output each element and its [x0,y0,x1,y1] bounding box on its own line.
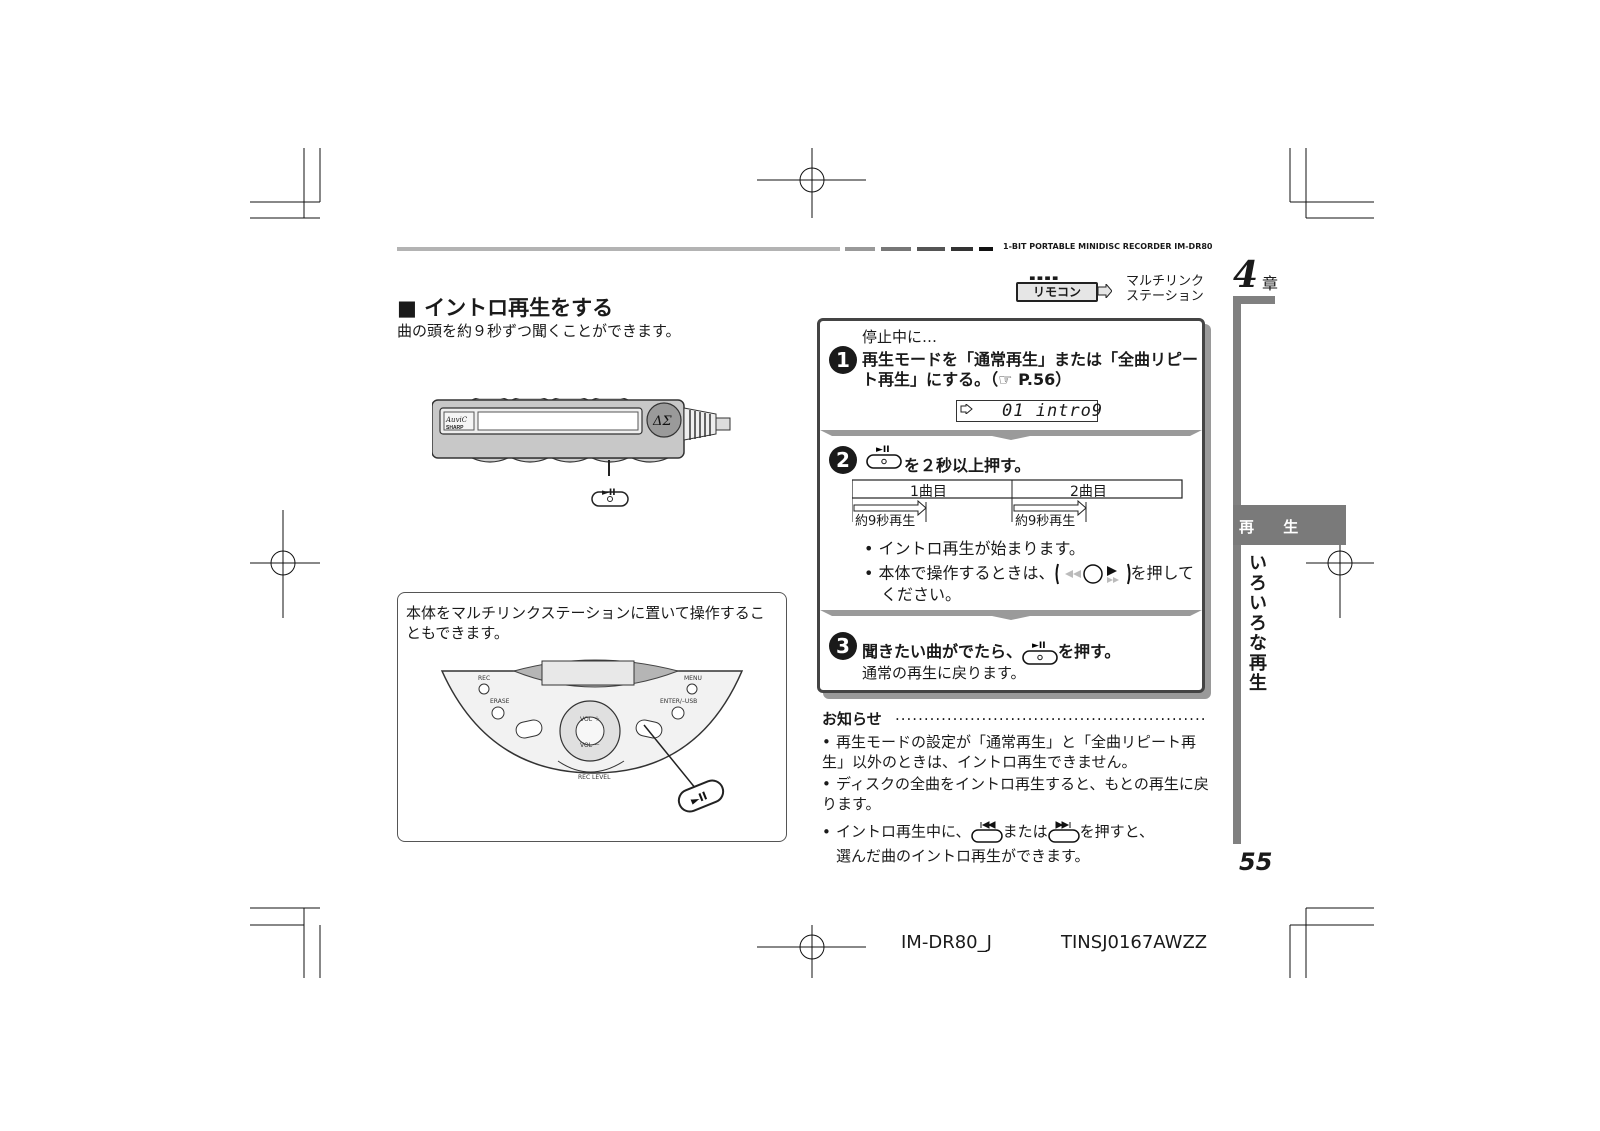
step-1-instruction: 再生モードを「通常再生」または「全曲リピート再生」にする。（☞ P.56） [862,350,1199,389]
step-2-instruction: を２秒以上押す。 [904,456,1031,475]
remote-badge-tail-icon [1098,284,1112,298]
svg-text:ΔΣ: ΔΣ [652,414,672,429]
lcd-display [956,400,1098,422]
step-1-precondition: 停止中に… [862,328,938,346]
step-3-instruction: 聞きたい曲がでたら、 ►II を押す。 [862,638,1120,666]
station-box: 本体をマルチリンクステーションに置いて操作することもできます。 REC ERAS… [397,592,787,842]
step-3-number: 3 [829,632,857,660]
step-1-number: 1 [829,346,857,374]
track-2-label: 2曲目 [1070,484,1107,500]
play-pause-button-icon: ►II [866,445,902,469]
notes-leader-dots: ........................................… [895,706,1207,724]
header-dashes [845,247,993,251]
note-item-2: •ディスクの全曲をイントロ再生すると、もとの再生に戻ります。 [822,775,1209,813]
svg-text:►II: ►II [1032,641,1046,651]
step-2-bullet-2: • 本体で操作するときは、 を押して [864,562,1194,586]
notes-heading: お知らせ [822,710,882,728]
chapter-suffix: 章 [1262,274,1279,293]
svg-text:VOL －: VOL － [580,742,600,749]
svg-text:ENTER/–USB: ENTER/–USB [660,698,697,705]
lcd-text: 01 intro9 [1002,401,1104,421]
svg-text:MENU: MENU [684,675,702,682]
section-subtitle: 曲の頭を約９秒ずつ聞くことができます。 [397,322,681,340]
track-1-label: 1曲目 [910,484,947,500]
skip-forward-button-icon [1047,821,1080,843]
station-description: 本体をマルチリンクステーションに置いて操作することもできます。 [406,604,765,642]
chapter-number: 4 [1233,254,1259,296]
chapter-rail [1233,296,1241,844]
svg-text:ERASE: ERASE [490,698,510,705]
header-model-line: 1-BIT PORTABLE MINIDISC RECORDER IM-DR80 [1003,242,1213,251]
remote-play-pause-label: ►II [602,488,616,498]
chapter-tab: 再 生 [1233,505,1346,545]
skip-back-button-icon [970,821,1003,843]
step-3-result: 通常の再生に戻ります。 [862,664,1026,682]
remote-badge-buttons: ▀▀▀▀ [1030,277,1061,284]
svg-text:AuviC: AuviC [445,416,468,424]
multilink-station-badge: マルチリンク ステーション [1126,274,1205,304]
step-2-bullet-1: • イントロ再生が始まります。 [864,539,1085,558]
chapter-rail-top [1233,296,1275,304]
svg-text:SHARP: SHARP [446,425,464,431]
main-unit-skip-control-icon [1055,563,1131,585]
step-2-number: 2 [829,446,857,474]
step-divider-2 [820,610,1202,620]
svg-text:►II: ►II [876,445,890,455]
footer-model-code: IM-DR80_J [901,932,992,953]
footer-doc-code: TINSJ0167AWZZ [1061,932,1208,953]
step-divider-1 [820,430,1202,440]
play-duration-label-2: 約9秒再生 [1015,514,1076,529]
svg-text:VOL ＋: VOL ＋ [580,716,600,723]
page-number: 55 [1239,848,1273,876]
note-item-1: •再生モードの設定が「通常再生」と「全曲リピート再生」以外のときは、イントロ再生… [822,733,1197,771]
disc-icon [960,404,973,414]
svg-text:REC: REC [478,675,490,682]
play-pause-button-icon: ►II [1022,641,1058,665]
play-duration-label-1: 約9秒再生 [855,514,916,529]
note-item-3-cont: 選んだ曲のイントロ再生ができます。 [836,847,1090,865]
chapter-vertical-label: いろいろな再生 [1246,553,1267,693]
section-title: ■ イントロ再生をする [397,296,614,320]
remote-control-illustration: AuviC SHARP ΔΣ [432,398,731,507]
remote-badge: リモコン [1016,282,1098,302]
header-rule [397,247,840,251]
note-item-3: •イントロ再生中に、 または を押すと、 [822,820,1217,844]
step-2-bullet-2-cont: ください。 [881,585,962,604]
intro-timeline-diagram [852,479,1183,522]
svg-text:REC LEVEL: REC LEVEL [578,774,611,781]
station-illustration: REC ERASE MENU ENTER/–USB VOL ＋ VOL － RE… [440,659,744,813]
svg-text:►II: ►II [689,789,709,807]
